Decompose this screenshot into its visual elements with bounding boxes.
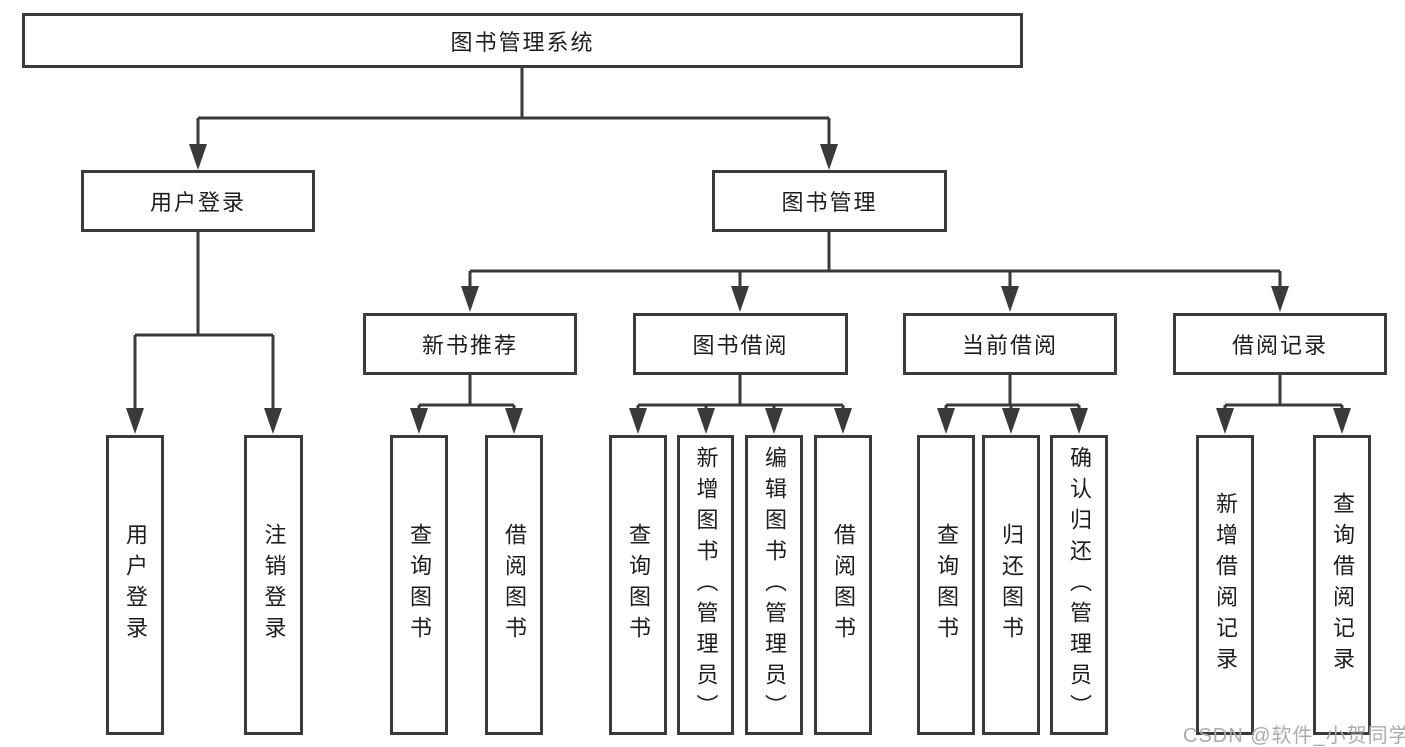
leaf-query-borrow-record: 查询借阅记录 (1313, 435, 1371, 735)
leaf-confirm-return-admin: 确认归还（管理员） (1050, 435, 1108, 735)
leaf-edit-books-admin-label: 编辑图书（管理员） (762, 445, 787, 725)
leaf-return-books-label: 归还图书 (999, 523, 1024, 647)
node-new-book-recommend: 新书推荐 (363, 313, 577, 375)
leaf-borrow-books-2-label: 借阅图书 (831, 523, 856, 647)
node-book-borrow: 图书借阅 (633, 313, 848, 375)
leaf-user-login-label: 用户登录 (123, 523, 148, 647)
leaf-add-books-admin-label: 新增图书（管理员） (693, 445, 719, 725)
leaf-query-books-2-label: 查询图书 (626, 523, 651, 647)
node-borrow-records: 借阅记录 (1173, 313, 1387, 375)
leaf-return-books: 归还图书 (982, 435, 1040, 735)
node-library-system: 图书管理系统 (22, 13, 1023, 68)
leaf-borrow-books-1-label: 借阅图书 (502, 523, 527, 647)
leaf-user-login: 用户登录 (106, 435, 164, 735)
node-current-borrow: 当前借阅 (903, 313, 1117, 375)
leaf-logout: 注销登录 (244, 435, 303, 735)
leaf-borrow-books-1: 借阅图书 (485, 435, 543, 735)
leaf-add-books-admin: 新增图书（管理员） (677, 435, 734, 735)
leaf-query-books-3: 查询图书 (917, 435, 975, 735)
leaf-query-books-1-label: 查询图书 (407, 523, 432, 647)
csdn-watermark: CSDN @软件_小贺同学 (1183, 725, 1405, 747)
leaf-borrow-books-2: 借阅图书 (814, 435, 872, 735)
node-user-login: 用户登录 (81, 170, 315, 232)
leaf-query-books-2: 查询图书 (609, 435, 667, 735)
leaf-add-borrow-record-label: 新增借阅记录 (1213, 492, 1238, 678)
leaf-query-books-3-label: 查询图书 (934, 523, 959, 647)
leaf-add-borrow-record: 新增借阅记录 (1196, 435, 1254, 735)
leaf-logout-label: 注销登录 (261, 523, 287, 647)
leaf-edit-books-admin: 编辑图书（管理员） (745, 435, 803, 735)
leaf-confirm-return-admin-label: 确认归还（管理员） (1067, 445, 1092, 725)
leaf-query-borrow-record-label: 查询借阅记录 (1330, 492, 1355, 678)
leaf-query-books-1: 查询图书 (390, 435, 448, 735)
node-book-management: 图书管理 (712, 170, 947, 232)
